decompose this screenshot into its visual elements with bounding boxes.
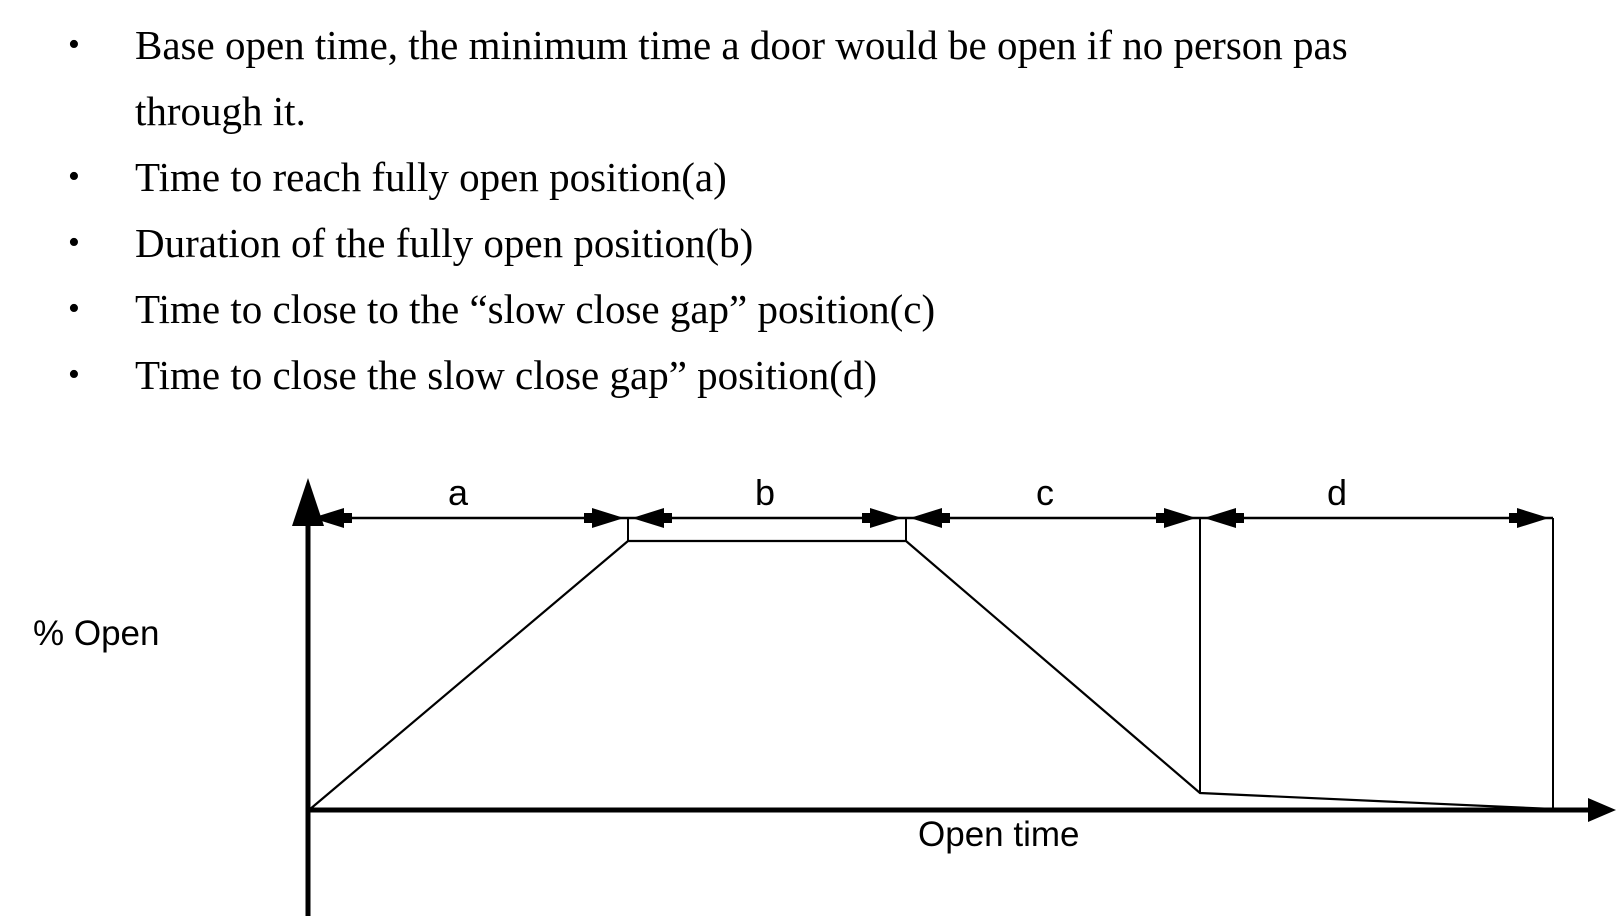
bullet-text: through it. [135,88,306,134]
door-position-curve [308,539,1554,811]
bullet-text: Time to close to the “slow close gap” po… [135,286,936,332]
bullet-text: Base open time, the minimum time a door … [135,22,1348,68]
bullet-text: Duration of the fully open position(b) [135,220,754,266]
y-axis-label: % Open [33,614,160,653]
y-axis-arrowhead-icon [292,478,324,526]
bullet-icon: • [68,26,80,63]
bullet-icon: • [68,290,80,327]
segment-label-a: a [447,472,469,513]
segment-label-d: d [1326,472,1348,513]
dimension-arrows-a [312,508,624,528]
list-item: • Time to reach fully open position(a) [0,144,1620,210]
x-axis-arrowhead-icon [1588,798,1616,822]
dimension-arrows-d [1204,508,1549,528]
door-open-time-chart: a b c d % Open Open time [0,430,1620,916]
list-item: • Base open time, the minimum time a doo… [0,12,1620,78]
bullet-icon: • [68,356,80,393]
chart-svg [292,478,1616,916]
bullet-icon: • [68,224,80,261]
bullet-text: Time to reach fully open position(a) [135,154,727,200]
bullet-text: Time to close the slow close gap” positi… [135,352,878,398]
list-item: • Duration of the fully open position(b) [0,210,1620,276]
list-item: • Time to close the slow close gap” posi… [0,342,1620,408]
segment-label-b: b [754,472,776,513]
dimension-arrows-c [910,508,1196,528]
dimension-arrows-b [632,508,902,528]
list-item: • Time to close to the “slow close gap” … [0,276,1620,342]
list-item-continuation: through it. [0,78,1620,144]
bullet-list: • Base open time, the minimum time a doo… [0,0,1620,398]
x-axis-label: Open time [918,815,1080,854]
bullet-icon: • [68,158,80,195]
segment-label-c: c [1036,472,1054,513]
